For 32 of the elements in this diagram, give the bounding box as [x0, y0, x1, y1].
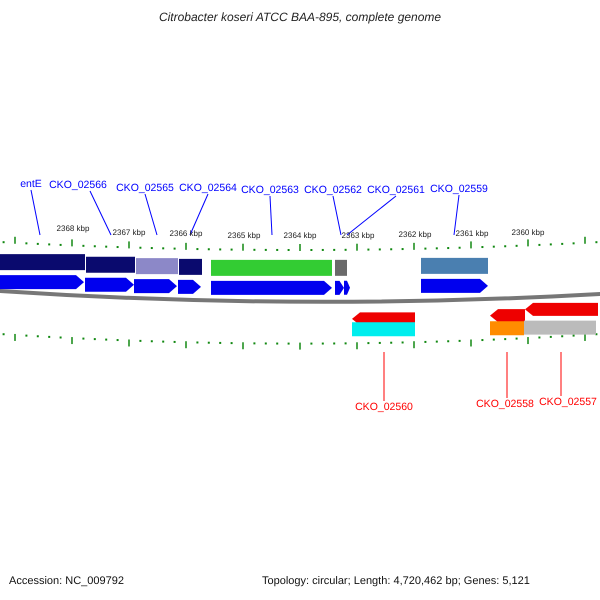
- gene-label: CKO_02562: [304, 184, 362, 196]
- gene-label: CKO_02566: [49, 179, 107, 191]
- scale-label: 2363 kbp: [342, 231, 374, 240]
- footer-note: Accession: NC_009792: [9, 575, 124, 587]
- gene-label: CKO_02558: [476, 398, 534, 410]
- leader-line: [560, 352, 562, 396]
- leader-line: [90, 190, 112, 236]
- gene-label: CKO_02563: [241, 184, 299, 196]
- scale-label: 2362 kbp: [398, 230, 432, 239]
- scale-label: 2361 kbp: [456, 229, 488, 238]
- gene-label: CKO_02557: [539, 396, 597, 408]
- gene-label: CKO_02565: [116, 182, 174, 194]
- leader-line: [270, 196, 272, 236]
- scale-label: 2367 kbp: [112, 228, 146, 237]
- leader-line: [190, 194, 208, 236]
- leader-line: [332, 196, 342, 236]
- scale-label: 2364 kbp: [284, 231, 316, 240]
- scale-label: 2360 kbp: [512, 228, 544, 237]
- gene-label: CKO_02564: [179, 182, 237, 194]
- leader-line: [506, 352, 508, 398]
- gene-label: CKO_02561: [367, 184, 425, 196]
- leader-line: [454, 194, 460, 236]
- footer-note: Topology: circular; Length: 4,720,462 bp; Genes: 5,121: [262, 575, 530, 587]
- scale-label: 2365 kbp: [228, 231, 260, 240]
- gene-label: CKO_02560: [355, 401, 413, 413]
- leader-line: [30, 190, 40, 236]
- diagram-title: Citrobacter koseri ATCC BAA-895, complete genome: [158, 10, 442, 24]
- scale-label: 2366 kbp: [170, 229, 202, 238]
- gene-label: entE: [20, 178, 42, 190]
- leader-line: [144, 194, 158, 236]
- gene-label: CKO_02559: [430, 183, 488, 195]
- leader-line: [346, 196, 396, 236]
